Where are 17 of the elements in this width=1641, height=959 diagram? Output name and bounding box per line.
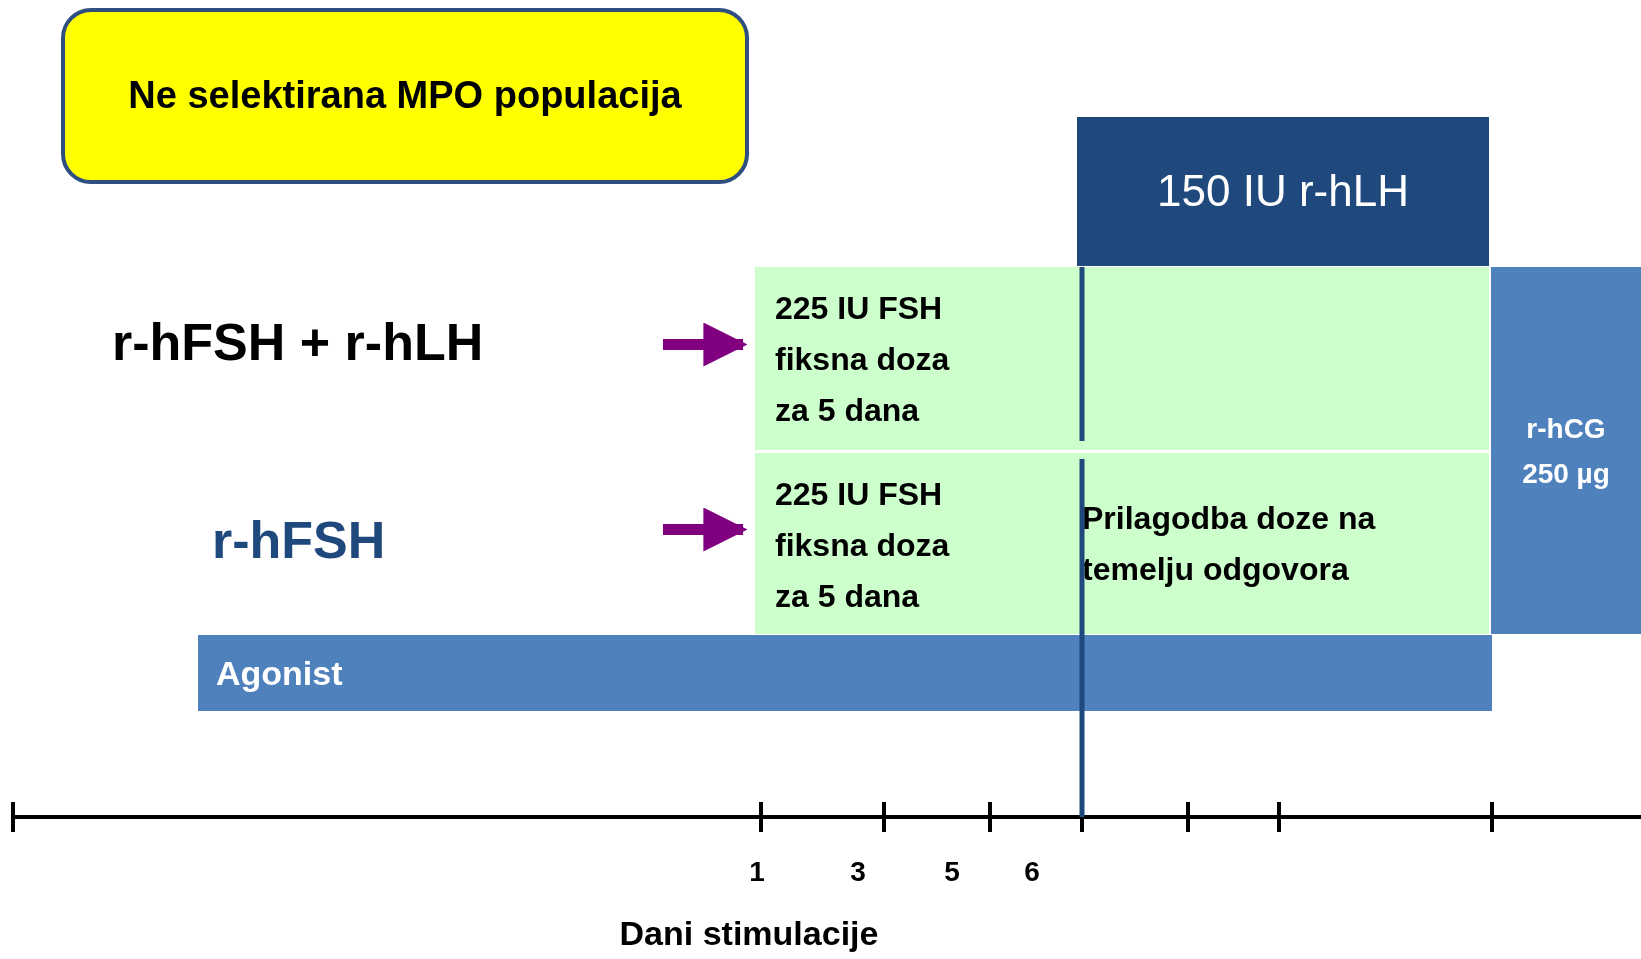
dose-box: Prilagodba doze na temelju odgovora (1082, 453, 1489, 634)
tick-label: 3 (850, 856, 866, 888)
group-label: r-hFSH (212, 505, 655, 575)
title-box: Ne selektirana MPO populacija (61, 8, 749, 184)
tick-label: 6 (1024, 856, 1040, 888)
tick-label: 1 (749, 856, 765, 888)
axis-title: Dani stimulacije (619, 914, 879, 953)
trigger-box: r-hCG 250 µg (1491, 267, 1641, 634)
dose-box: 225 IU FSH fiksna doza za 5 dana (755, 267, 1082, 450)
agonist-bar: Agonist (198, 635, 1492, 711)
tick-label: 5 (944, 856, 960, 888)
dose-box: 150 IU r-hLH (1077, 117, 1489, 266)
dose-box (1082, 267, 1489, 450)
group-label: r-hFSH + r-hLH (112, 305, 652, 379)
arrow (663, 507, 748, 552)
arrow (663, 322, 748, 367)
dose-box: 225 IU FSH fiksna doza za 5 dana (755, 453, 1082, 634)
